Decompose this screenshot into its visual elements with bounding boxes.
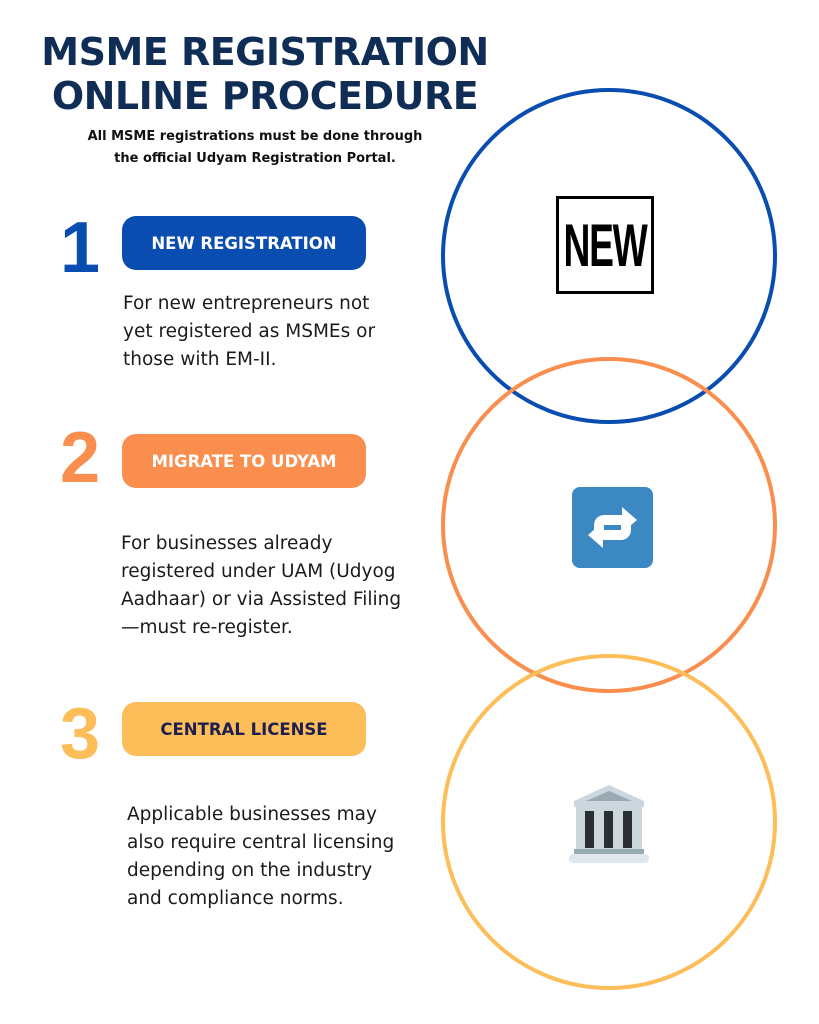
desc-line: For new entrepreneurs not bbox=[123, 293, 370, 314]
desc-line: Applicable businesses may bbox=[127, 804, 377, 825]
government-building-icon bbox=[569, 785, 649, 863]
repeat-arrows-icon bbox=[572, 487, 653, 568]
step-3-description: Applicable businesses may also require c… bbox=[127, 801, 394, 913]
step-1-description: For new entrepreneurs not yet registered… bbox=[123, 290, 375, 374]
subtitle-line-2: the official Udyam Registration Portal. bbox=[114, 151, 396, 166]
ring-step-1 bbox=[441, 88, 777, 424]
ring-step-3 bbox=[441, 654, 777, 990]
ring-step-2 bbox=[441, 357, 777, 693]
desc-line: also require central licensing bbox=[127, 832, 395, 853]
desc-line: registered under UAM (Udyog bbox=[121, 561, 396, 582]
desc-line: —must re-register. bbox=[121, 617, 293, 638]
step-label-new-registration: NEW REGISTRATION bbox=[122, 216, 366, 270]
step-number-2: 2 bbox=[60, 418, 101, 498]
step-2-description: For businesses already registered under … bbox=[121, 530, 401, 642]
step-number-1: 1 bbox=[60, 208, 101, 288]
page-title: MSME REGISTRATION ONLINE PROCEDURE bbox=[20, 30, 510, 118]
desc-line: depending on the industry bbox=[127, 860, 373, 881]
step-label-central-license: CENTRAL LICENSE bbox=[122, 702, 366, 756]
title-line-2: ONLINE PROCEDURE bbox=[51, 74, 479, 118]
desc-line: For businesses already bbox=[121, 533, 333, 554]
title-line-1: MSME REGISTRATION bbox=[41, 30, 489, 74]
subtitle-line-1: All MSME registrations must be done thro… bbox=[87, 129, 423, 144]
step-label-migrate-to-udyam: MIGRATE TO UDYAM bbox=[122, 434, 366, 488]
desc-line: Aadhaar) or via Assisted Filing bbox=[121, 589, 402, 610]
desc-line: and compliance norms. bbox=[127, 888, 344, 909]
subtitle: All MSME registrations must be done thro… bbox=[40, 126, 470, 170]
desc-line: those with EM-II. bbox=[123, 349, 277, 370]
new-icon-text: NEW bbox=[563, 211, 647, 279]
step-number-3: 3 bbox=[60, 694, 101, 774]
new-icon: NEW bbox=[556, 196, 654, 294]
desc-line: yet registered as MSMEs or bbox=[123, 321, 376, 342]
